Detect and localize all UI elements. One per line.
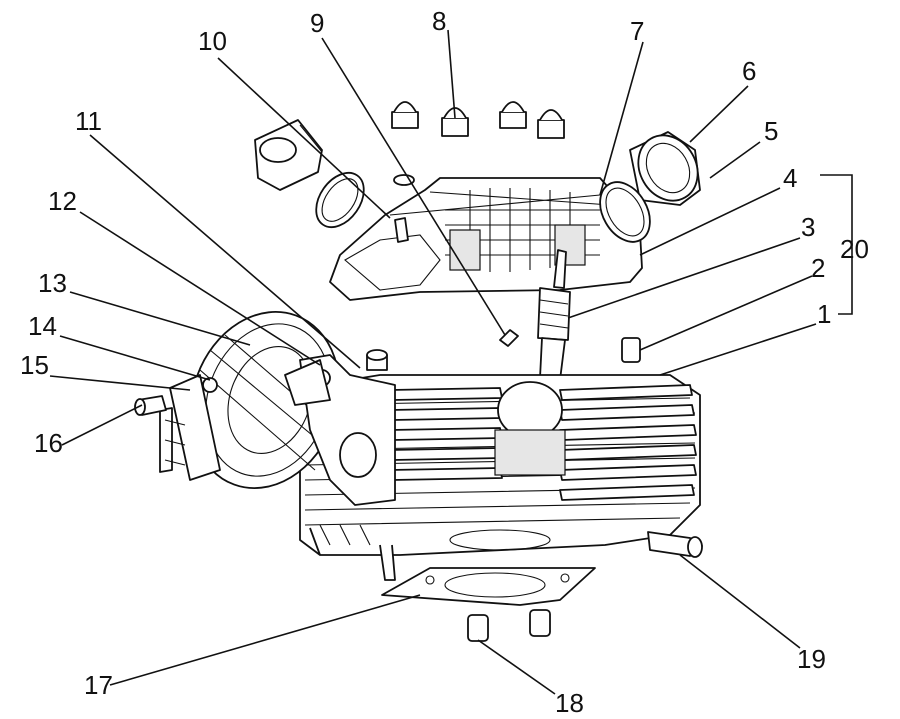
- callout-12: 12: [48, 186, 77, 216]
- gasket: [381, 567, 596, 606]
- head-cover: [329, 174, 643, 301]
- callout-2: 2: [811, 253, 825, 283]
- callout-18: 18: [555, 688, 584, 718]
- cylinder-head: [299, 374, 701, 581]
- callout-1: 1: [817, 299, 831, 329]
- dowel-pin-18a: [467, 614, 489, 642]
- callout-4: 4: [783, 163, 797, 193]
- callout-16: 16: [34, 428, 63, 458]
- callout-17: 17: [84, 670, 113, 700]
- callout-19: 19: [797, 644, 826, 674]
- callout-9: 9: [310, 8, 324, 38]
- fitting-19: [647, 531, 703, 558]
- dowel-pin-18b: [529, 609, 551, 637]
- left-inspection-cap: [254, 119, 365, 229]
- small-plug-9: [499, 329, 519, 347]
- bolt-16: [134, 395, 167, 416]
- bolt-11: [366, 349, 388, 371]
- callout-20: 20: [840, 234, 869, 264]
- callout-11: 11: [75, 106, 102, 136]
- callout-3: 3: [801, 212, 815, 242]
- rocker-bracket: [284, 354, 396, 506]
- group-bracket-20: [820, 174, 853, 315]
- callout-8: 8: [432, 6, 446, 36]
- callout-7: 7: [630, 16, 644, 46]
- callout-5: 5: [764, 116, 778, 146]
- callout-6: 6: [742, 56, 756, 86]
- right-inspection-cap: [599, 131, 701, 243]
- callout-15: 15: [20, 350, 49, 380]
- callout-13: 13: [38, 268, 67, 298]
- cam-sprocket-assembly: [159, 311, 341, 489]
- callout-14: 14: [28, 311, 57, 341]
- leader-lines: [49, 29, 817, 695]
- spark-plug: [537, 249, 571, 381]
- callout-numbers: 1 2 3 4 5 6 7 8 9 10 11 12 13 14 15 16 1…: [20, 6, 869, 718]
- dowel-pin-2: [621, 337, 641, 363]
- cap-nuts: [391, 101, 565, 139]
- callout-10: 10: [198, 26, 227, 56]
